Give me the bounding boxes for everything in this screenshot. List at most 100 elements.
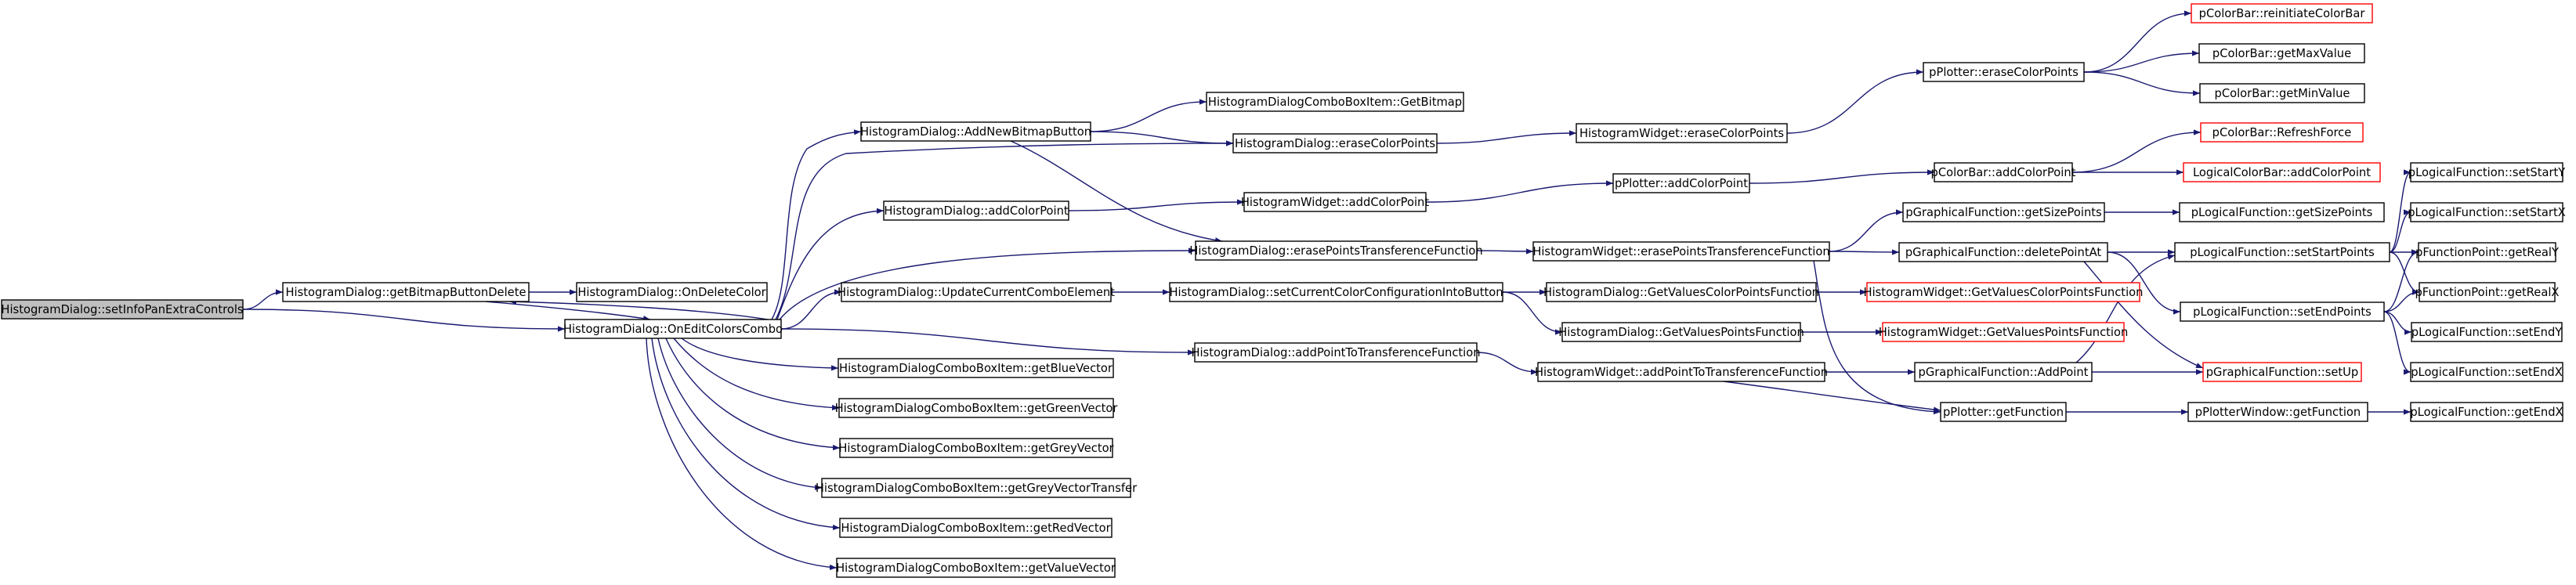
- function-node-n12[interactable]: HistogramDialogComboBoxItem::getValueVec…: [836, 558, 1116, 578]
- function-node-label: HistogramDialogComboBoxItem::GetBitmap: [1208, 96, 1462, 109]
- function-node-n15[interactable]: HistogramWidget::addColorPoint: [1241, 192, 1430, 212]
- function-node-box: [576, 282, 768, 302]
- function-node-n19[interactable]: HistogramWidget::eraseColorPoints: [1576, 123, 1788, 143]
- function-node-box: [1169, 282, 1503, 302]
- function-node-n7[interactable]: HistogramDialogComboBoxItem::getBlueVect…: [838, 358, 1114, 378]
- call-edge: [779, 247, 1196, 320]
- function-node-n37[interactable]: LogicalColorBar::addColorPoint: [2183, 162, 2381, 182]
- function-node-label: pFunctionPoint::getRealY: [2415, 246, 2559, 259]
- function-node-label: pColorBar::addColorPoint: [1931, 166, 2076, 179]
- function-node-label: pColorBar::reinitiateColorBar: [2199, 7, 2366, 20]
- function-node-n34[interactable]: pColorBar::getMaxValue: [2198, 43, 2365, 63]
- function-node-box: [1934, 162, 2073, 182]
- function-node-n41[interactable]: pGraphicalFunction::setUp: [2202, 362, 2362, 382]
- function-node-n26[interactable]: pColorBar::addColorPoint: [1931, 162, 2076, 182]
- function-node-n22[interactable]: HistogramDialog::GetValuesColorPointsFun…: [1543, 282, 1819, 302]
- call-edge: [1476, 352, 1539, 375]
- function-node-box: [564, 319, 782, 339]
- function-node-box: [2183, 162, 2381, 182]
- call-edge: [2071, 129, 2202, 173]
- function-node-label: pGraphicalFunction::deletePointAt: [1905, 246, 2102, 259]
- function-node-n27[interactable]: pGraphicalFunction::getSizePoints: [1902, 202, 2105, 222]
- function-node-n36[interactable]: pColorBar::RefreshForce: [2200, 122, 2364, 143]
- function-node-n39[interactable]: pLogicalFunction::setStartPoints: [2174, 242, 2390, 262]
- function-node-label: pLogicalFunction::setEndY: [2411, 326, 2563, 339]
- function-node-box: [1561, 322, 1801, 342]
- function-node-n9[interactable]: HistogramDialogComboBoxItem::getGreyVect…: [838, 438, 1115, 458]
- function-node-label: HistogramDialogComboBoxItem::getValueVec…: [836, 562, 1116, 575]
- function-node-n47[interactable]: pLogicalFunction::setEndY: [2411, 322, 2563, 342]
- function-node-n16[interactable]: HistogramDialog::erasePointsTransference…: [1189, 240, 1483, 261]
- function-node-n44[interactable]: pLogicalFunction::setStartX: [2408, 202, 2566, 222]
- function-node-n14[interactable]: HistogramDialog::eraseColorPoints: [1232, 133, 1438, 153]
- call-edge: [508, 298, 769, 320]
- call-edge: [2083, 10, 2192, 73]
- function-node-label: HistogramDialog::UpdateCurrentComboEleme…: [838, 286, 1115, 299]
- function-node-n28[interactable]: pGraphicalFunction::deletePointAt: [1898, 242, 2108, 262]
- call-edge: [771, 129, 862, 320]
- call-edge: [1723, 381, 1941, 413]
- function-node-n46[interactable]: pFunctionPoint::getRealX: [2415, 282, 2560, 302]
- function-node-box: [2410, 162, 2563, 182]
- function-node-n38[interactable]: pLogicalFunction::getSizePoints: [2179, 202, 2385, 222]
- function-node-n3[interactable]: HistogramDialog::OnEditColorsCombo: [563, 319, 783, 339]
- function-node-label: HistogramDialogComboBoxItem::getGreenVec…: [835, 402, 1119, 415]
- call-edge: [2383, 311, 2411, 375]
- function-node-n6[interactable]: HistogramDialog::UpdateCurrentComboEleme…: [838, 282, 1115, 302]
- function-node-box: [1902, 202, 2105, 222]
- function-node-n8[interactable]: HistogramDialogComboBoxItem::getGreenVec…: [835, 398, 1119, 418]
- function-node-n23[interactable]: HistogramDialog::GetValuesPointsFunction: [1558, 322, 1804, 342]
- function-node-box: [1882, 322, 2125, 342]
- function-node-box: [836, 558, 1116, 578]
- function-node-n31[interactable]: pGraphicalFunction::AddPoint: [1914, 362, 2093, 382]
- call-edge: [2389, 169, 2411, 253]
- function-node-n35[interactable]: pColorBar::getMinValue: [2199, 83, 2365, 103]
- function-node-n43[interactable]: pLogicalFunction::setStartY: [2408, 162, 2565, 182]
- function-node-n48[interactable]: pLogicalFunction::setEndX: [2410, 362, 2563, 382]
- function-node-box: [1612, 173, 1750, 193]
- function-node-label: pColorBar::RefreshForce: [2212, 126, 2352, 139]
- function-node-n29[interactable]: HistogramWidget::GetValuesColorPointsFun…: [1864, 282, 2144, 302]
- function-node-n42[interactable]: pPlotterWindow::getFunction: [2187, 402, 2368, 422]
- function-node-n45[interactable]: pFunctionPoint::getRealY: [2415, 242, 2559, 262]
- function-node-n33[interactable]: pColorBar::reinitiateColorBar: [2191, 3, 2373, 23]
- function-node-n32[interactable]: pPlotter::getFunction: [1940, 402, 2067, 422]
- function-node-n5[interactable]: HistogramDialog::addColorPoint: [883, 200, 1069, 221]
- function-node-n40[interactable]: pLogicalFunction::setEndPoints: [2180, 302, 2385, 322]
- function-node-box: [2179, 202, 2385, 222]
- function-node-n1[interactable]: HistogramDialog::getBitmapButtonDelete: [282, 282, 530, 302]
- function-node-n4[interactable]: HistogramDialog::AddNewBitmapButton: [860, 121, 1091, 142]
- call-edge: [1813, 260, 1941, 415]
- function-node-box: [838, 398, 1114, 418]
- function-node-n18[interactable]: HistogramDialog::addPointToTransferenceF…: [1191, 342, 1481, 363]
- function-node-n30[interactable]: HistogramWidget::GetValuesPointsFunction: [1879, 322, 2129, 342]
- function-node-n25[interactable]: pPlotter::eraseColorPoints: [1923, 62, 2085, 82]
- function-node-n2[interactable]: HistogramDialog::OnDeleteColor: [576, 282, 768, 302]
- function-node-n11[interactable]: HistogramDialogComboBoxItem::getRedVecto…: [839, 518, 1113, 538]
- function-node-n49[interactable]: pLogicalFunction::getEndX: [2410, 402, 2563, 422]
- function-node-box: [1, 299, 244, 320]
- function-node-n17[interactable]: HistogramDialog::setCurrentColorConfigur…: [1169, 282, 1503, 302]
- call-edge: [2083, 71, 2201, 96]
- function-node-label: HistogramDialog::addPointToTransferenceF…: [1191, 346, 1480, 359]
- function-node-n24[interactable]: HistogramWidget::addPointToTransferenceF…: [1535, 362, 1828, 382]
- function-node-label: HistogramDialog::eraseColorPoints: [1235, 137, 1435, 150]
- function-node-n21[interactable]: HistogramWidget::erasePointsTransference…: [1532, 241, 1830, 262]
- function-node-box: [2187, 402, 2368, 422]
- function-node-n13[interactable]: HistogramDialogComboBoxItem::GetBitmap: [1206, 92, 1464, 112]
- call-edge: [242, 289, 284, 310]
- function-nodes: HistogramDialog::setInfoPanExtraControls…: [1, 3, 2566, 578]
- function-node-n0[interactable]: HistogramDialog::setInfoPanExtraControls: [1, 299, 244, 320]
- call-edge: [2083, 50, 2200, 73]
- function-node-box: [839, 438, 1113, 458]
- function-node-box: [2199, 83, 2365, 103]
- function-node-label: pLogicalFunction::setEndPoints: [2193, 305, 2372, 319]
- function-node-label: HistogramWidget::eraseColorPoints: [1579, 127, 1784, 140]
- function-node-n10[interactable]: HistogramDialogComboBoxItem::getGreyVect…: [816, 478, 1138, 498]
- function-node-box: [1576, 123, 1788, 143]
- function-node-label: pPlotter::addColorPoint: [1615, 177, 1748, 190]
- call-edge: [780, 328, 1196, 356]
- call-edge: [776, 208, 885, 320]
- function-node-box: [1914, 362, 2093, 382]
- function-node-n20[interactable]: pPlotter::addColorPoint: [1612, 173, 1750, 193]
